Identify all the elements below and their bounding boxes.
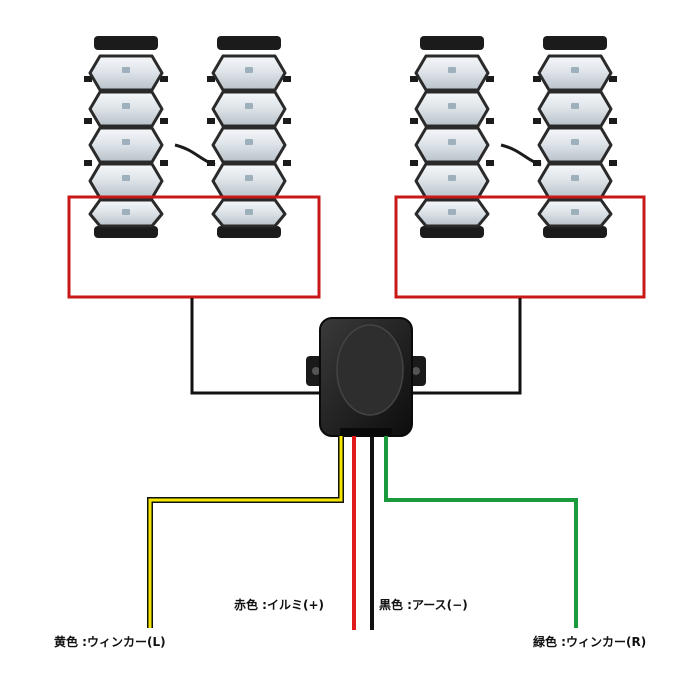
yellow-wire-label: 黄色 :ウィンカー(L) [54,634,166,649]
black-wire-right [412,298,522,395]
green-wire [384,436,578,628]
light-pair-left [82,34,293,240]
wiring-frame-left [67,195,321,299]
light-unit-1 [82,34,170,240]
wiring-frame-right [394,195,646,299]
light-pair-right [408,34,619,240]
black-wire-label: 黒色 :アース(−) [379,597,468,612]
red-wire-label: 赤色 :イルミ(+) [234,597,324,612]
connector-cable-right [500,143,542,167]
light-unit-3 [408,34,496,240]
light-unit-4 [531,34,619,240]
connector-cable-left [174,143,216,167]
green-wire-label: 緑色 :ウィンカー(R) [533,634,646,649]
controller-box [306,317,426,437]
yellow-wire [148,436,343,628]
black-wire-left [190,298,322,395]
light-unit-2 [205,34,293,240]
